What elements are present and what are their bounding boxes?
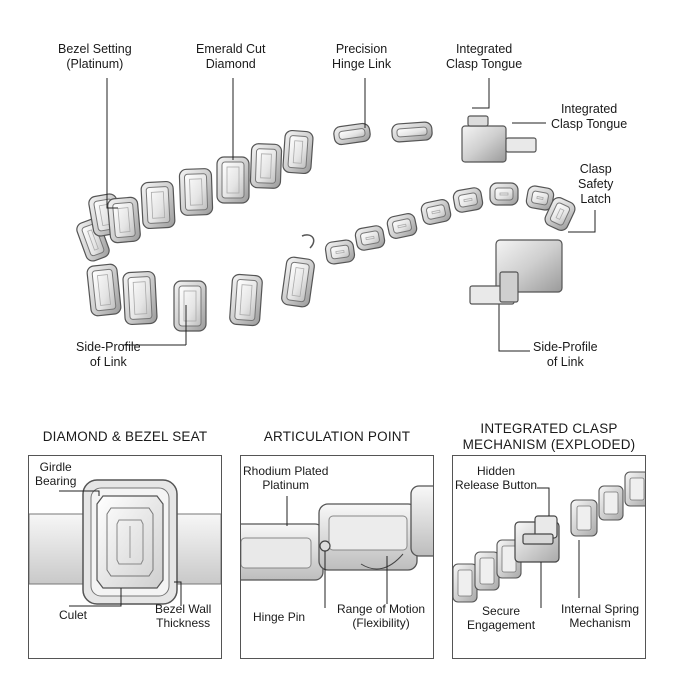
top-clasp	[461, 115, 537, 163]
bracelet-link	[324, 239, 356, 265]
panel-heading-articulation: ARTICULATION POINT	[263, 429, 411, 444]
label-bezel-setting: Bezel Setting(Platinum)	[58, 42, 132, 71]
bracelet-link	[333, 122, 371, 146]
bracelet-link	[249, 143, 283, 189]
lower-clasp	[469, 239, 563, 305]
clasp-illustration	[453, 471, 645, 608]
bracelet-link	[489, 182, 519, 206]
panel-heading-diamond-bezel: DIAMOND & BEZEL SEAT	[42, 429, 208, 444]
bracelet-link	[420, 199, 452, 225]
pointer-lines	[106, 78, 596, 352]
label-hinge-pin: Hinge Pin	[253, 610, 306, 624]
bracelet-illustration	[76, 78, 596, 352]
bracelet-link	[178, 168, 214, 216]
bracelet-link	[386, 213, 418, 239]
bracelet-link	[107, 196, 141, 244]
latch-wire	[301, 234, 315, 249]
label-culet: Culet	[59, 608, 88, 622]
bracelet-link	[122, 270, 158, 326]
bracelet-link	[173, 280, 207, 332]
diamond-bezel-illustration	[29, 479, 221, 607]
bracelet-link	[391, 121, 433, 143]
bracelet-link	[544, 197, 576, 231]
bracelet-link	[354, 225, 386, 251]
bracelet-link	[452, 187, 484, 213]
label-range-of-motion: Range of Motion(Flexibility)	[337, 602, 426, 630]
bracelet-link	[216, 156, 250, 204]
bracelet-link	[86, 263, 122, 317]
bracelet-link	[229, 273, 263, 327]
bracelet-link	[281, 256, 315, 308]
bracelet-link	[525, 185, 555, 211]
bracelet-link	[140, 180, 176, 230]
articulation-illustration	[241, 485, 433, 608]
bracelet-link	[282, 129, 314, 175]
